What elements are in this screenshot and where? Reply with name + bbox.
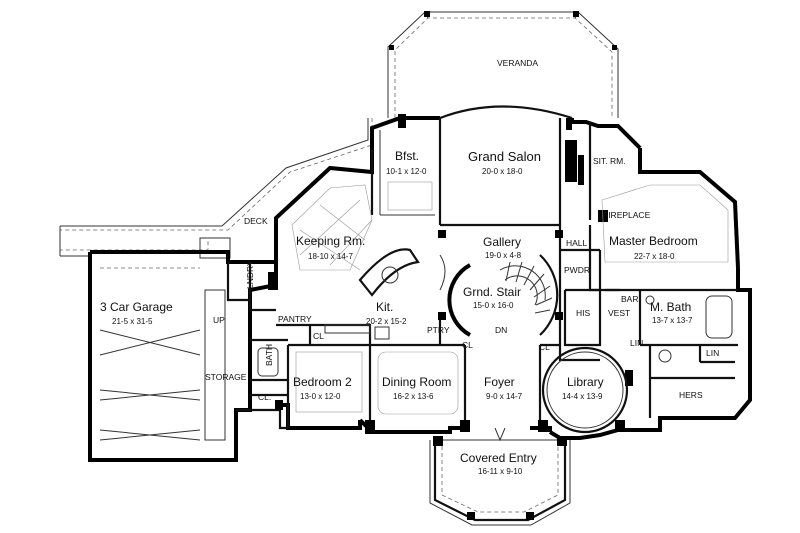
library-name: Library <box>567 375 604 389</box>
master-ceiling <box>601 184 729 263</box>
covered-entry-dim: 16-11 x 9-10 <box>478 467 523 476</box>
grnd-stair-dim: 15-0 x 16-0 <box>473 301 514 310</box>
bedroom-2-dim: 13-0 x 12-0 <box>300 392 341 401</box>
gallery-dim: 19-0 x 4-8 <box>485 251 522 260</box>
master-bedroom-dim: 22-7 x 18-0 <box>634 252 675 261</box>
cl-bed-label: CL. <box>258 392 271 402</box>
cl-foyer-label: CL <box>462 340 473 350</box>
fireplace-label: FIREPLACE <box>603 210 651 220</box>
bath-fixtures <box>257 295 733 377</box>
kit-dim: 20-2 x 15-2 <box>366 317 407 326</box>
lndry-label: LNDRY <box>245 260 255 289</box>
vest-label: VEST <box>608 308 630 318</box>
storage-label: STORAGE <box>205 372 247 382</box>
cl-lib-label: CL <box>539 342 550 352</box>
sit-rm-name: SIT. RM. <box>593 156 626 166</box>
keeping-room-ceiling <box>291 184 373 271</box>
hall-label: HALL <box>566 238 588 248</box>
lin-bath-label: LIN <box>630 338 643 348</box>
garage-name: 3 Car Garage <box>100 300 173 314</box>
m-bath-dim: 13-7 x 13-7 <box>652 316 693 325</box>
veranda-outline <box>387 11 619 118</box>
grand-stair-drawing <box>447 254 559 337</box>
pwdr-label: PWDR <box>564 265 590 275</box>
keeping-rm-name: Keeping Rm. <box>296 234 365 248</box>
bfst-name: Bfst. <box>395 149 419 163</box>
veranda-name: VERANDA <box>497 58 538 68</box>
up-label: UP <box>213 315 225 325</box>
columns <box>268 114 633 434</box>
his-label: HIS <box>576 308 591 318</box>
hers-label: HERS <box>679 390 703 400</box>
keeping-rm-dim: 18-10 x 14-7 <box>308 252 353 261</box>
dining-room-name: Dining Room <box>382 375 451 389</box>
ptry-label: PTRY <box>427 325 450 335</box>
bfst-ceiling <box>387 181 433 211</box>
bath-label: BATH <box>264 344 274 366</box>
master-bedroom-name: Master Bedroom <box>609 234 698 248</box>
dn-label: DN <box>495 325 507 335</box>
bar-label: BAR <box>621 294 638 304</box>
kitchen-island <box>324 248 446 340</box>
interior-walls <box>226 118 738 428</box>
bfst-dim: 10-1 x 12-0 <box>386 167 427 176</box>
covered-entry-outline <box>429 427 571 526</box>
deck-label: DECK <box>244 216 268 226</box>
library-round-wall <box>541 346 629 434</box>
covered-entry-name: Covered Entry <box>460 451 537 465</box>
grand-salon-name: Grand Salon <box>468 149 541 164</box>
room-labels: VERANDA Bfst. 10-1 x 12-0 Grand Salon 20… <box>100 58 698 476</box>
bedroom-2-name: Bedroom 2 <box>293 375 352 389</box>
foyer-name: Foyer <box>484 375 515 389</box>
cl-kit-label: CL <box>313 331 324 341</box>
garage-details <box>99 267 226 441</box>
pantry-label: PANTRY <box>278 314 312 324</box>
library-dim: 14-4 x 13-9 <box>562 392 603 401</box>
kit-name: Kit. <box>376 300 393 314</box>
grand-salon-dim: 20-0 x 18-0 <box>482 167 523 176</box>
foyer-dim: 9-0 x 14-7 <box>486 392 523 401</box>
gallery-name: Gallery <box>483 235 521 249</box>
m-bath-name: M. Bath <box>650 300 691 314</box>
garage-dim: 21-5 x 31-5 <box>112 317 153 326</box>
deck-area <box>59 118 373 259</box>
dining-room-dim: 16-2 x 13-6 <box>393 392 434 401</box>
lin-right-label: LIN <box>706 348 719 358</box>
small-labels: DECK FIREPLACE HALL LNDRY UP PANTRY CL P… <box>205 210 719 402</box>
grnd-stair-name: Grnd. Stair <box>463 285 521 299</box>
room-ceilings <box>295 351 459 415</box>
